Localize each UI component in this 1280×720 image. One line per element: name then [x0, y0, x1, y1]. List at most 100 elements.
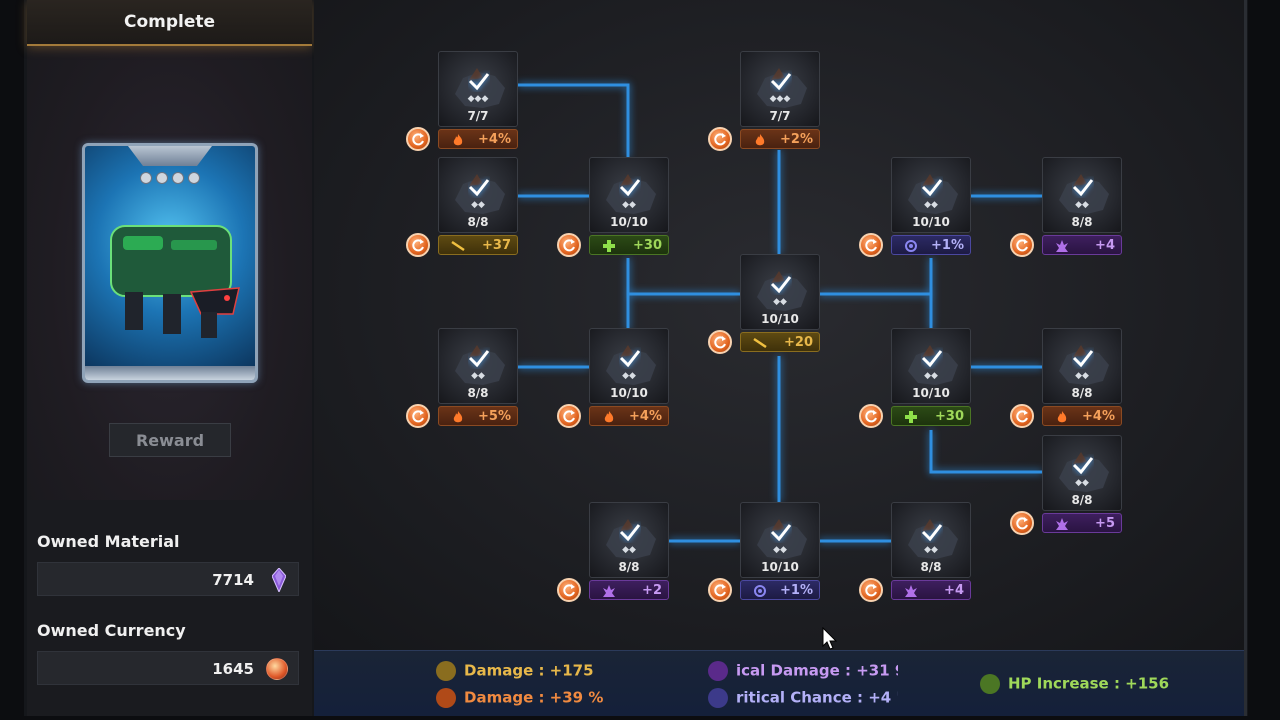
rank-stars: ◆◆: [622, 545, 636, 555]
owned-currency-box: 1645: [37, 651, 299, 685]
skill-node-portrait[interactable]: ◆◆8/8: [438, 328, 518, 404]
skill-node[interactable]: ◆◆8/8+37: [438, 157, 518, 255]
owned-material-box: 7714: [37, 562, 299, 596]
skill-node[interactable]: ◆◆◆7/7 +4%: [438, 51, 518, 149]
reset-icon[interactable]: [1010, 511, 1034, 535]
node-bonus: +20: [740, 332, 820, 352]
card-star-icon: [172, 172, 184, 184]
checkmark-icon: [921, 524, 943, 542]
skill-node-portrait[interactable]: ◆◆10/10: [891, 157, 971, 233]
skill-node[interactable]: ◆◆10/10 +1%: [891, 157, 971, 255]
card-base: [85, 366, 255, 380]
reward-button[interactable]: Reward: [109, 423, 231, 457]
stat-crit-chance: ritical Chance : +4 ': [708, 688, 898, 708]
card-star-icon: [188, 172, 200, 184]
reset-icon[interactable]: [708, 578, 732, 602]
reset-icon[interactable]: [859, 578, 883, 602]
skill-node-portrait[interactable]: ◆◆8/8: [438, 157, 518, 233]
skill-node[interactable]: ◆◆10/10+4%: [589, 328, 669, 426]
mouse-cursor-icon: [822, 627, 838, 650]
reset-icon[interactable]: [557, 404, 581, 428]
checkmark-icon: [619, 524, 641, 542]
node-bonus: +30: [891, 406, 971, 426]
skill-node-portrait[interactable]: ◆◆ 8/8: [589, 502, 669, 578]
checkmark-icon: [770, 73, 792, 91]
rank-stars: ◆◆: [773, 297, 787, 307]
rank-stars: ◆◆: [773, 545, 787, 555]
reset-icon[interactable]: [1010, 404, 1034, 428]
creature-silhouette-icon: [606, 345, 656, 385]
creature-silhouette-icon: [908, 174, 958, 214]
creature-card[interactable]: [82, 143, 258, 383]
rank-stars: ◆◆: [1075, 478, 1089, 488]
node-bonus: +2: [589, 580, 669, 600]
reset-icon[interactable]: [859, 404, 883, 428]
node-level: 10/10: [610, 386, 648, 400]
skill-node-portrait[interactable]: ◆◆ 10/10: [589, 328, 669, 404]
crit-damage-icon: [1056, 240, 1068, 252]
node-level: 10/10: [912, 215, 950, 229]
armored-beast-icon: [110, 225, 240, 338]
fire-icon: [755, 134, 765, 146]
node-bonus: +5: [1042, 513, 1122, 533]
window-edge: [1244, 0, 1247, 716]
reset-icon[interactable]: [708, 127, 732, 151]
skill-node-portrait[interactable]: ◆◆8/8: [1042, 328, 1122, 404]
node-level: 7/7: [467, 109, 489, 123]
checkmark-icon: [1072, 179, 1094, 197]
node-level: 8/8: [1071, 386, 1093, 400]
node-level: 8/8: [618, 560, 640, 574]
reset-icon[interactable]: [406, 404, 430, 428]
skill-node[interactable]: ◆◆8/8+4%: [1042, 328, 1122, 426]
fire-icon: [436, 688, 456, 708]
skill-node[interactable]: ◆◆ 8/8 +2: [589, 502, 669, 600]
node-bonus-value: +2%: [780, 131, 813, 147]
skill-node-portrait[interactable]: ◆◆10/10: [740, 254, 820, 330]
complete-status: Complete: [27, 0, 312, 46]
skill-node-portrait[interactable]: ◆◆◆7/7: [740, 51, 820, 127]
node-bonus: +1%: [740, 580, 820, 600]
skill-node-portrait[interactable]: ◆◆10/10: [589, 157, 669, 233]
skill-node-portrait[interactable]: ◆◆8/8: [1042, 157, 1122, 233]
skill-node-portrait[interactable]: ◆◆◆7/7: [438, 51, 518, 127]
node-bonus-value: +4: [944, 582, 964, 598]
skill-node[interactable]: ◆◆8/8+4: [1042, 157, 1122, 255]
skill-node-portrait[interactable]: ◆◆ 8/8: [1042, 435, 1122, 511]
skill-node[interactable]: ◆◆10/10 +20: [740, 254, 820, 352]
reset-icon[interactable]: [406, 233, 430, 257]
reset-icon[interactable]: [406, 127, 430, 151]
reset-icon[interactable]: [557, 578, 581, 602]
reset-icon[interactable]: [859, 233, 883, 257]
skill-node[interactable]: ◆◆8/8 +4: [891, 502, 971, 600]
checkmark-icon: [770, 524, 792, 542]
node-bonus-value: +4%: [478, 131, 511, 147]
node-level: 8/8: [1071, 493, 1093, 507]
card-star-icon: [140, 172, 152, 184]
skill-node[interactable]: ◆◆10/10+30: [589, 157, 669, 255]
creature-silhouette-icon: [757, 68, 807, 108]
fire-icon: [453, 134, 463, 146]
node-level: 8/8: [1071, 215, 1093, 229]
skill-node-portrait[interactable]: ◆◆8/8: [891, 502, 971, 578]
reset-icon[interactable]: [1010, 233, 1034, 257]
creature-silhouette-icon: [1059, 174, 1109, 214]
rank-stars: ◆◆: [622, 200, 636, 210]
skill-node[interactable]: ◆◆◆7/7 +2%: [740, 51, 820, 149]
node-bonus-value: +20: [784, 334, 813, 350]
skill-node[interactable]: ◆◆10/10+1%: [740, 502, 820, 600]
node-level: 7/7: [769, 109, 791, 123]
crit-chance-icon: [708, 688, 728, 708]
rank-stars: ◆◆: [622, 371, 636, 381]
coin-icon: [266, 658, 288, 680]
node-bonus-value: +1%: [931, 237, 964, 253]
skill-node-portrait[interactable]: ◆◆10/10: [891, 328, 971, 404]
skill-node[interactable]: ◆◆ 8/8 +5: [1042, 435, 1122, 533]
reset-icon[interactable]: [708, 330, 732, 354]
skill-node-portrait[interactable]: ◆◆10/10: [740, 502, 820, 578]
node-level: 8/8: [920, 560, 942, 574]
stat-damage: Damage : +175: [436, 661, 594, 681]
owned-currency-label: Owned Currency: [37, 621, 186, 640]
skill-node[interactable]: ◆◆8/8+5%: [438, 328, 518, 426]
skill-node[interactable]: ◆◆10/10+30: [891, 328, 971, 426]
reset-icon[interactable]: [557, 233, 581, 257]
